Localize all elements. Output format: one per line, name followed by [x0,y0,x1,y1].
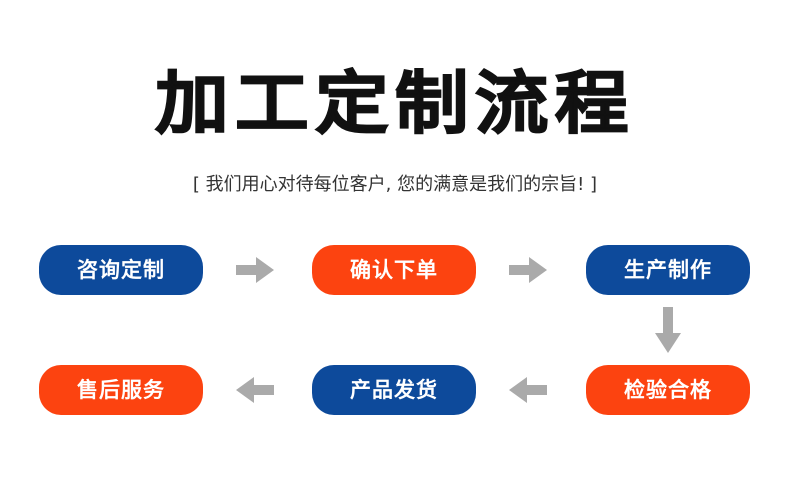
arrow-down-icon [655,307,681,353]
page-title: 加工定制流程 [154,64,635,145]
page-subtitle: [ 我们用心对待每位客户, 您的满意是我们的宗旨! ] [192,174,598,195]
step-consult-customize: 咨询定制 [39,245,203,295]
arrow-left-icon [236,377,274,403]
step-production: 生产制作 [586,245,750,295]
step-after-sales-service: 售后服务 [39,365,203,415]
step-product-shipping: 产品发货 [312,365,476,415]
arrow-right-icon [509,257,547,283]
arrow-left-icon [509,377,547,403]
step-confirm-order: 确认下单 [312,245,476,295]
arrow-right-icon [236,257,274,283]
step-inspection-passed: 检验合格 [586,365,750,415]
